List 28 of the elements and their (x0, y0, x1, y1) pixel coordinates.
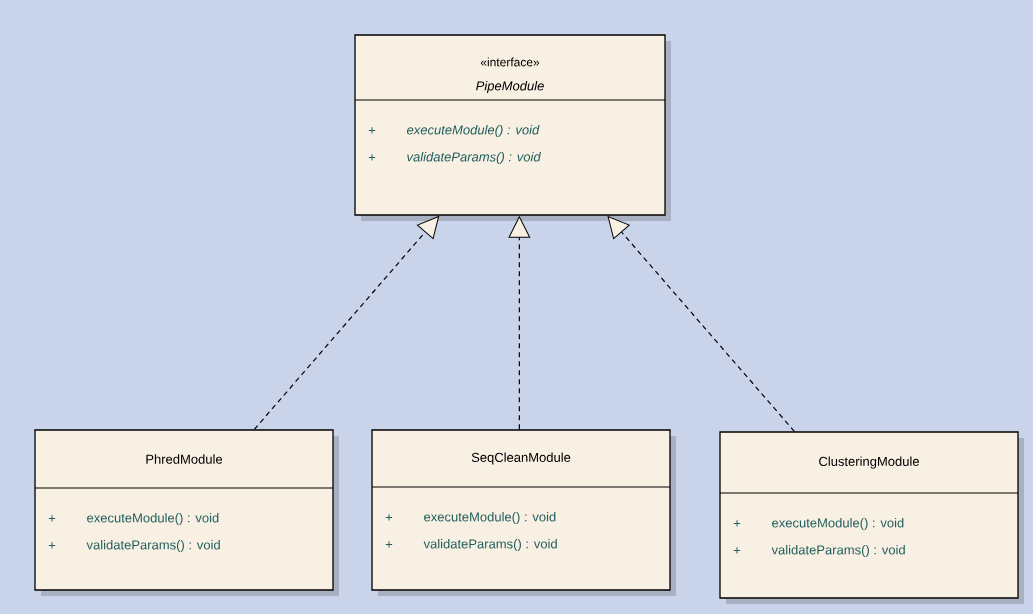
visibility-marker: + (368, 154, 376, 161)
class-name: PipeModule (476, 80, 544, 94)
visibility-marker: + (733, 547, 741, 554)
method-signature: executeModule() : void (407, 124, 540, 138)
class-name: SeqCleanModule (471, 452, 571, 465)
visibility-marker: + (48, 542, 56, 549)
stereotype: «interface» (480, 57, 540, 67)
method-signature: validateParams() : void (423, 538, 557, 552)
class-name: PhredModule (146, 454, 223, 464)
method-signature: executeModule() : void (424, 511, 556, 525)
method-signature: validateParams() : void (407, 151, 541, 165)
visibility-marker: + (385, 514, 393, 521)
class-box (719, 431, 1024, 604)
realization-arrow (253, 216, 440, 430)
visibility-marker: + (48, 515, 56, 522)
method-signature: validateParams() : void (86, 539, 220, 553)
method-signature: executeModule() : void (772, 517, 904, 531)
class-name: ClusteringModule (819, 456, 919, 469)
class-box (354, 34, 671, 221)
realization-arrow (508, 216, 531, 430)
class-box (34, 429, 339, 596)
method-signature: validateParams() : void (771, 544, 905, 558)
method-signature: executeModule() : void (87, 512, 219, 526)
visibility-marker: + (733, 520, 741, 527)
realization-arrow (607, 216, 795, 432)
class-box (371, 429, 676, 596)
visibility-marker: + (385, 541, 393, 548)
visibility-marker: + (368, 127, 376, 134)
